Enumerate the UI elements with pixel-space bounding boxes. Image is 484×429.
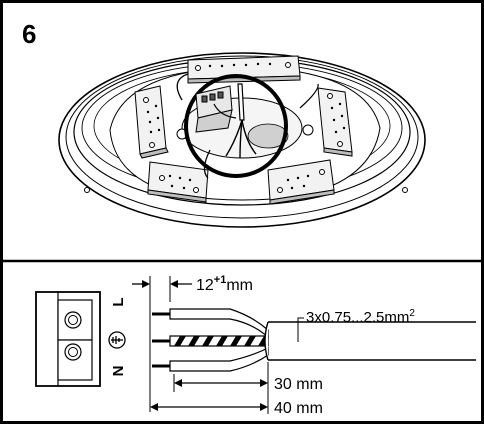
inner-length-label: 30 mm bbox=[274, 376, 323, 393]
cable-spec-label: 3x0.75...2.5mm2 bbox=[306, 308, 415, 326]
terminal-block-closeup bbox=[195, 85, 233, 133]
outer-length-dimension bbox=[150, 392, 269, 414]
lamp-illustration bbox=[58, 52, 426, 228]
terminal-label-neutral: N bbox=[110, 366, 127, 377]
conductor-tips bbox=[152, 312, 170, 368]
led-dots bbox=[146, 62, 346, 190]
strip-length-label: 12+1mm bbox=[196, 274, 253, 294]
inner-length-dimension bbox=[173, 362, 269, 392]
led-module-bottom-left bbox=[147, 161, 209, 203]
ground-symbol-icon bbox=[108, 331, 126, 349]
cable-spec-leader bbox=[297, 317, 304, 342]
cable-closeup bbox=[213, 83, 257, 159]
step-number: 6 bbox=[22, 19, 36, 49]
led-module-bottom-right bbox=[267, 159, 335, 205]
strip-length-dimension bbox=[132, 276, 192, 412]
highlight-circle bbox=[184, 74, 288, 178]
led-module-top bbox=[187, 55, 301, 84]
cable-sheath bbox=[264, 321, 476, 361]
terminal-label-live: L bbox=[110, 297, 127, 306]
terminal-connector bbox=[35, 291, 101, 387]
outer-length-label: 40 mm bbox=[274, 400, 323, 417]
led-module-left bbox=[134, 85, 169, 159]
